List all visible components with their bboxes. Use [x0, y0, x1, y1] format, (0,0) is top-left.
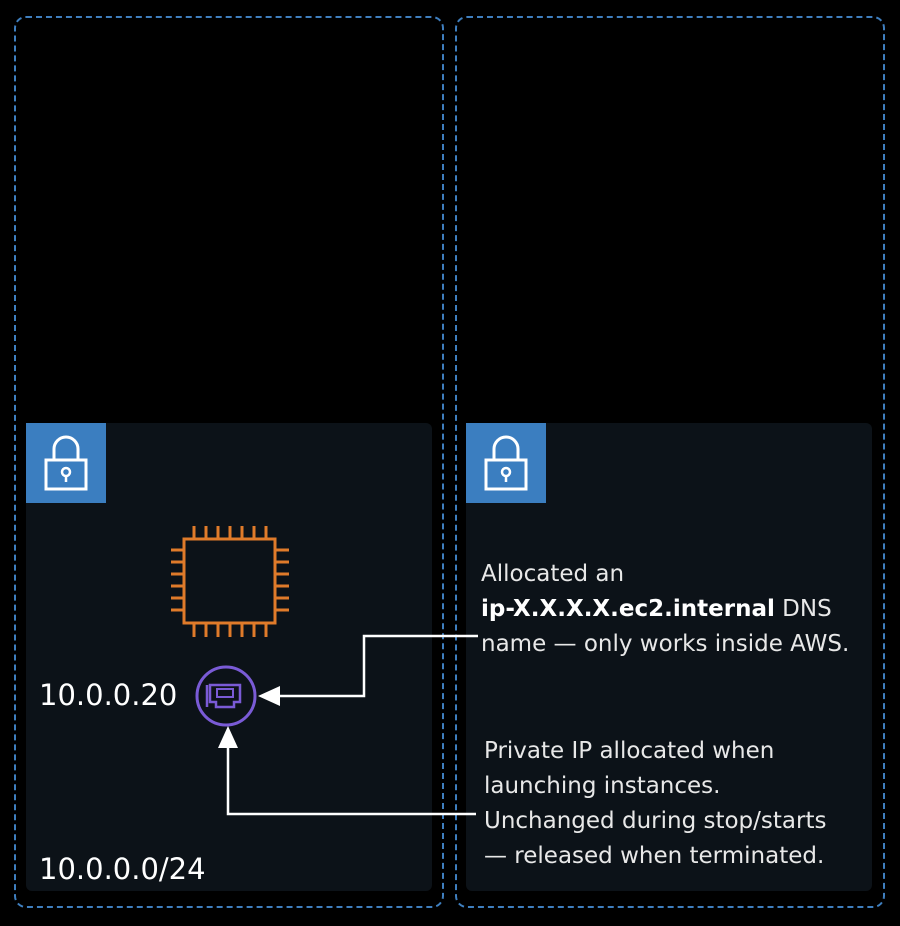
dns-note-line-2: ip-X.X.X.X.ec2.internal DNS — [481, 592, 832, 627]
private-ip-note-line-3: Unchanged during stop/starts — [484, 808, 827, 834]
dns-note-line-2-rest: DNS — [774, 596, 832, 622]
private-ip-note-arrow — [218, 726, 476, 816]
network-interface-icon — [195, 665, 257, 727]
subnet-cidr-label: 10.0.0.0/24 — [39, 852, 206, 886]
private-ip-note-line-4: — released when terminated. — [484, 843, 825, 869]
dns-note-line-1: Allocated an — [481, 561, 625, 587]
private-subnet-lock-badge-left — [26, 423, 106, 503]
private-subnet-lock-badge-right — [466, 423, 546, 503]
padlock-icon — [44, 435, 88, 491]
ec2-chip-icon — [171, 526, 289, 637]
padlock-icon — [484, 435, 528, 491]
dns-note-line-3: name — only works inside AWS. — [481, 631, 850, 657]
availability-zone-right — [455, 16, 885, 908]
dns-note-arrow — [258, 634, 478, 706]
private-ip-note-line-2: launching instances. — [484, 773, 721, 799]
private-ip-label: 10.0.0.20 — [39, 678, 178, 712]
dns-name-bold: ip-X.X.X.X.ec2.internal — [481, 596, 775, 622]
private-ip-note-line-1: Private IP allocated when — [484, 738, 775, 764]
availability-zone-left — [14, 16, 444, 908]
